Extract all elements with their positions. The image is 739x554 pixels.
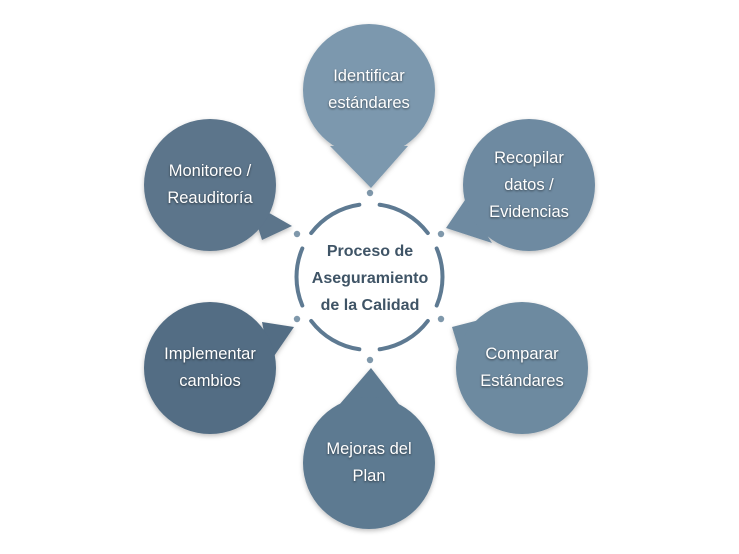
bubble-circle [463,119,595,251]
center-label: Proceso de Aseguramiento de la Calidad [311,242,429,314]
bubble-implementar [144,302,294,434]
bubble-label-mejoras: Mejoras del Plan [326,440,412,485]
bubble-label-recopilar: Recopilar datos / Evidencias [489,148,569,221]
bubble-label-monitoreo: Monitoreo / Reauditoría [167,162,253,207]
center-ring-arc [294,246,305,308]
bubble-circle [456,302,588,434]
bubble-comparar [452,302,588,434]
connector-dot [437,230,445,238]
bubble-mejoras [303,368,435,529]
bubble-identificar [303,24,435,188]
connector-dot [366,356,374,364]
connector-dot [366,189,374,197]
center-ring-arc [309,202,362,236]
center-ring-arc [377,202,430,236]
bubble-circle [144,119,276,251]
connector-dots [293,189,445,364]
bubble-circle [303,397,435,529]
connector-dot [293,315,301,323]
bubble-label-implementar: Implementar cambios [164,345,256,390]
center-ring-arc [434,246,445,308]
connector-dot [437,315,445,323]
bubbles [144,24,595,529]
bubble-label-identificar: Identificar estándares [328,67,410,112]
bubble-label-comparar: Comparar Estándares [480,345,564,390]
bubble-tail [446,200,492,243]
bubble-circle [144,302,276,434]
bubble-recopilar [446,119,595,251]
bubble-circle [303,24,435,156]
bubble-tail [330,146,408,188]
connector-dot [293,230,301,238]
center-ring-arc [377,318,430,352]
center-ring [294,202,445,352]
bubble-monitoreo [144,119,292,251]
center-ring-arc [309,318,362,352]
